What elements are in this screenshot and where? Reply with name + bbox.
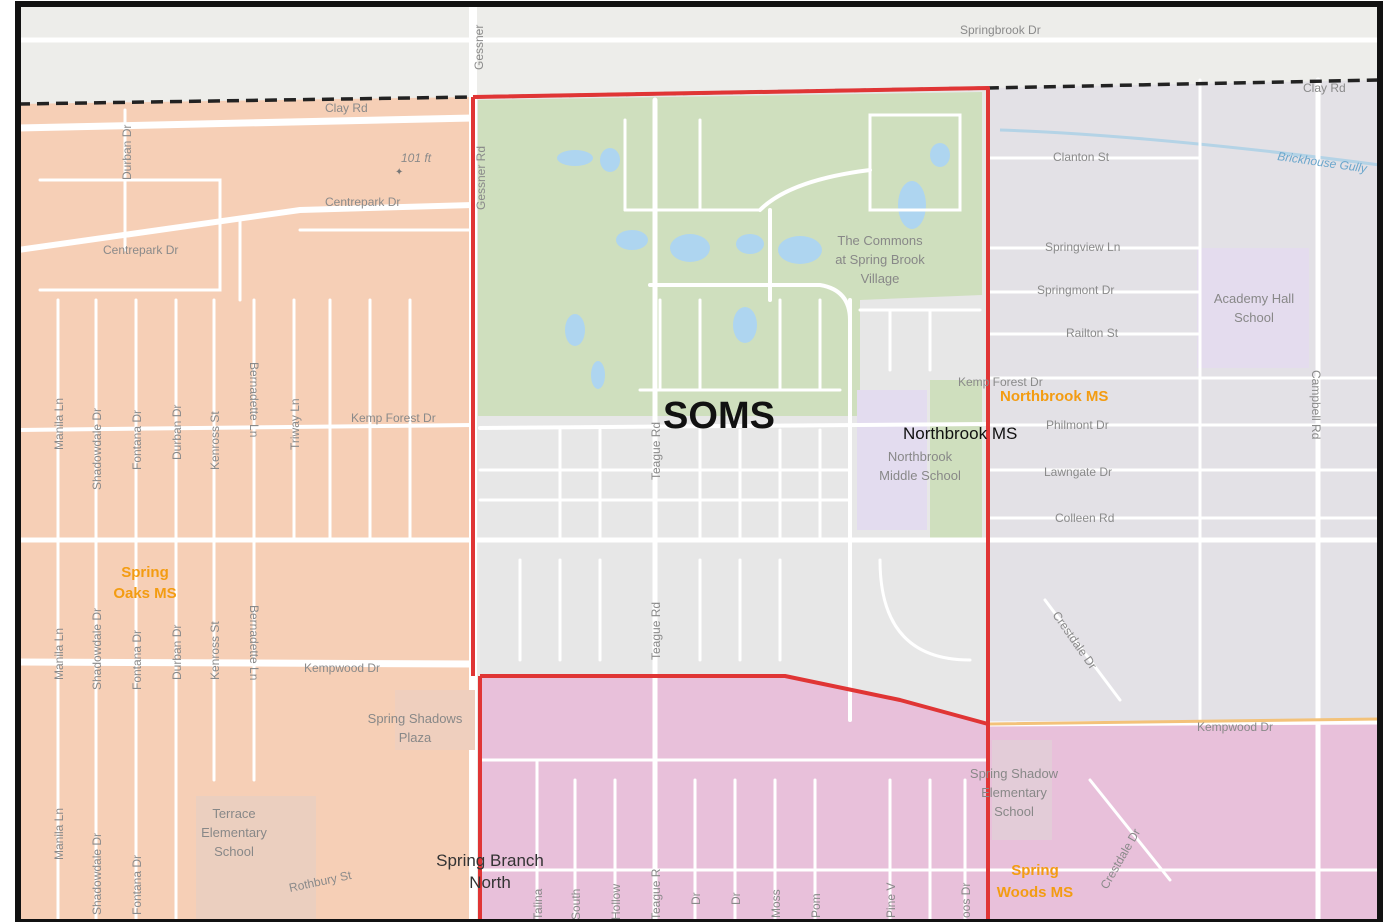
bernadette-label: Bernadette Ln: [247, 362, 261, 437]
northbrook-ms-annotation: Northbrook MS: [903, 424, 1017, 443]
clay-label-right: Clay Rd: [1303, 81, 1346, 95]
spring-branch-label-2: North: [469, 873, 511, 892]
terrace-school-grounds: [196, 796, 316, 922]
fontana-label: Fontana Dr: [130, 410, 144, 470]
durban-label: Durban Dr: [170, 405, 184, 460]
shadowdale2-label: Shadowdale Dr: [90, 608, 104, 690]
plaza-block: [395, 690, 475, 750]
springview-label: Springview Ln: [1045, 240, 1120, 254]
teague-lower-label: Teague Rd: [649, 602, 663, 660]
bernadette2-label: Bernadette Ln: [247, 605, 261, 680]
south-label: South: [569, 889, 583, 920]
hollow-label: Hollow: [609, 884, 623, 920]
teague-bottom-label: Teague R: [649, 868, 663, 920]
oos-label: oos Dr: [959, 883, 973, 918]
plaza-label-1: Spring Shadows: [368, 711, 463, 726]
map-border: [15, 1, 1383, 922]
fontana3-label: Fontana Dr: [130, 855, 144, 915]
springmont-label: Springmont Dr: [1037, 283, 1114, 297]
moss-label: Moss: [769, 889, 783, 918]
commons-label-2: at Spring Brook: [835, 252, 925, 267]
gray-zone-right[interactable]: [988, 80, 1380, 724]
spring-woods-label-2: Woods MS: [997, 884, 1073, 901]
northbrook-school-label-1: Northbrook: [888, 449, 953, 464]
northbrook-zone-label: Northbrook MS: [1000, 388, 1108, 405]
academy-hall-grounds: [1197, 248, 1309, 368]
kempwood-right-label: Kempwood Dr: [1197, 720, 1273, 734]
northbrook-school-label-2: Middle School: [879, 468, 961, 483]
plaza-label-2: Plaza: [399, 730, 432, 745]
terrace-label-3: School: [214, 844, 254, 859]
triway-label: Triway Ln: [288, 398, 302, 450]
talina-label: Talina: [531, 888, 545, 920]
spring-oaks-zone[interactable]: [18, 97, 473, 922]
shadowdale3-label: Shadowdale Dr: [90, 833, 104, 915]
elevation-label: 101 ft: [401, 151, 432, 165]
gessner-label: Gessner Rd: [474, 146, 488, 210]
campbell-label: Campbell Rd: [1309, 370, 1323, 439]
gessner-top-label: Gessner: [472, 25, 486, 70]
manila2-label: Manila Ln: [52, 628, 66, 680]
pom-label: Pom: [809, 893, 823, 918]
soms-label: SOMS: [663, 395, 775, 437]
commons-label-3: Village: [861, 271, 900, 286]
philmont-label: Philmont Dr: [1046, 418, 1109, 432]
road-network: [14, 0, 1383, 922]
colleen-label: Colleen Rd: [1055, 511, 1114, 525]
spring-shadow-label-2: Elementary: [981, 785, 1047, 800]
spring-shadow-label-1: Spring Shadow: [970, 766, 1059, 781]
school-grounds: [857, 390, 927, 530]
ponds: [557, 143, 950, 389]
soms-boundary: [471, 86, 990, 922]
centrepark-upper-label: Centrepark Dr: [325, 195, 400, 209]
kemp-forest-left-label: Kemp Forest Dr: [351, 411, 436, 425]
kenross-label: Kenross St: [208, 411, 222, 470]
centrepark-lower-label: Centrepark Dr: [103, 243, 178, 257]
spring-woods-label-1: Spring: [1011, 862, 1059, 879]
clay-label-left: Clay Rd: [325, 101, 368, 115]
springbrook-label: Springbrook Dr: [960, 23, 1041, 37]
annotation-labels: SOMS Northbrook MS Spring Branch North: [436, 395, 1017, 892]
railton-label: Railton St: [1066, 326, 1119, 340]
academy-hall-label-1: Academy Hall: [1214, 291, 1294, 306]
spring-shadow-label-3: School: [994, 804, 1034, 819]
school-green: [930, 380, 982, 540]
academy-hall-label-2: School: [1234, 310, 1274, 325]
kenross2-label: Kenross St: [208, 621, 222, 680]
dr1-label: Dr: [689, 892, 703, 905]
kempwood-left-label: Kempwood Dr: [304, 661, 380, 675]
kemp-forest-right-label: Kemp Forest Dr: [958, 375, 1043, 389]
teague-upper-label: Teague Rd: [649, 422, 663, 480]
terrace-label-2: Elementary: [201, 825, 267, 840]
manila3-label: Manila Ln: [52, 808, 66, 860]
dr2-label: Dr: [729, 892, 743, 905]
durban2-label: Durban Dr: [170, 625, 184, 680]
clanton-label: Clanton St: [1053, 150, 1110, 164]
lawngate-label: Lawngate Dr: [1044, 465, 1112, 479]
spring-shadow-grounds: [992, 740, 1052, 840]
pine-label: Pine V: [884, 883, 898, 918]
elevation-marker-icon: ✦: [395, 167, 403, 178]
zone-labels: Spring Oaks MS Northbrook MS Spring Wood…: [113, 388, 1108, 901]
commons-label-1: The Commons: [837, 233, 923, 248]
spring-oaks-label-1: Spring: [121, 564, 169, 581]
fontana2-label: Fontana Dr: [130, 630, 144, 690]
spring-branch-label-1: Spring Branch: [436, 851, 544, 870]
shadowdale-label: Shadowdale Dr: [90, 408, 104, 490]
spring-oaks-label-2: Oaks MS: [113, 585, 176, 602]
terrace-label-1: Terrace: [212, 806, 255, 821]
durban-top-label: Durban Dr: [120, 125, 134, 180]
manila-label: Manila Ln: [52, 398, 66, 450]
